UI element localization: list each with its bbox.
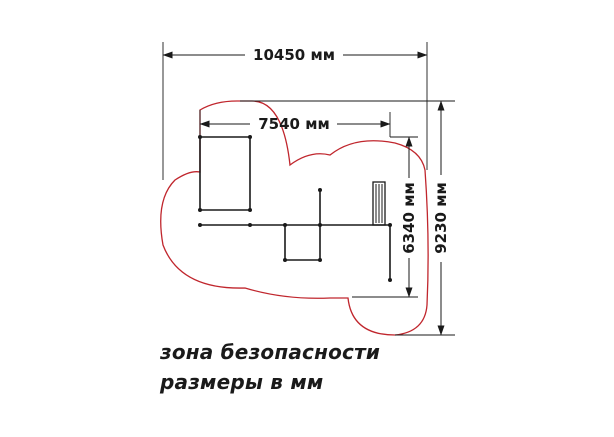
dimension-overall-width-label: 10450 мм — [253, 46, 335, 64]
structure-upper-frame — [199, 136, 251, 211]
safety-zone-outline — [160, 100, 429, 336]
dimension-overall-depth: 9230 мм — [432, 100, 450, 336]
dimension-structure-depth: 6340 мм — [400, 136, 418, 298]
structure-slide — [372, 181, 386, 226]
legend-units-note: размеры в мм — [160, 370, 324, 394]
legend-safety-zone: зона безопасности — [160, 340, 381, 364]
structure-joints — [198, 135, 392, 282]
structure-platform — [284, 225, 321, 261]
dimension-structure-width-label: 7540 мм — [258, 115, 330, 133]
play-structure — [199, 136, 391, 280]
dimension-structure-width: 7540 мм — [199, 115, 391, 133]
dimension-overall-depth-label: 9230 мм — [432, 182, 450, 254]
dimension-overall-width: 10450 мм — [162, 46, 428, 64]
dimension-structure-depth-label: 6340 мм — [400, 182, 418, 254]
